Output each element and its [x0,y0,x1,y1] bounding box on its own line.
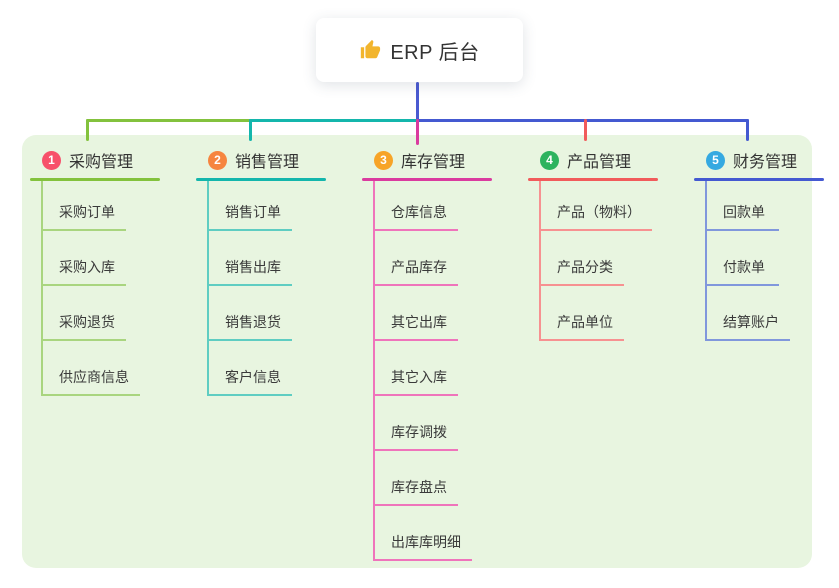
child-node[interactable]: 产品（物料） [541,181,652,231]
branch-drop-line [249,119,252,141]
child-label: 库存调拨 [391,424,447,440]
branch-node[interactable]: 5 财务管理回款单付款单结算账户 [694,145,839,341]
branches-panel [22,135,812,568]
child-label: 产品库存 [391,259,447,275]
child-label: 产品单位 [557,314,613,330]
branch-label: 采购管理 [69,154,134,171]
branch-node[interactable]: 1 采购管理采购订单采购入库采购退货供应商信息 [30,145,190,396]
branch-node[interactable]: 2 销售管理销售订单销售出库销售退货客户信息 [196,145,356,396]
child-node[interactable]: 销售订单 [209,181,292,231]
branch-label: 产品管理 [567,154,632,171]
branch-header[interactable]: 2 销售管理 [196,145,356,175]
child-node[interactable]: 结算账户 [707,286,790,341]
child-node[interactable]: 销售退货 [209,286,292,341]
child-label: 采购订单 [59,204,115,220]
child-label: 出库库明细 [391,534,461,550]
branch-number-badge: 1 [42,150,61,170]
root-node[interactable]: ERP 后台 [316,18,523,82]
bus-segment-mid [249,119,419,122]
branch-drop-line [86,119,89,141]
bus-segment-right [416,119,749,122]
child-node[interactable]: 库存调拨 [375,396,458,451]
child-node[interactable]: 其它出库 [375,286,458,341]
child-node[interactable]: 出库库明细 [375,506,472,561]
child-label: 客户信息 [225,369,281,385]
branch-drop-line [416,119,419,145]
child-node[interactable]: 供应商信息 [43,341,140,396]
branch-underline [362,178,492,181]
child-node[interactable]: 销售出库 [209,231,292,286]
child-node[interactable]: 客户信息 [209,341,292,396]
child-node[interactable]: 仓库信息 [375,181,458,231]
child-label: 回款单 [723,204,765,220]
child-label: 产品分类 [557,259,613,275]
root-stem-line [416,82,419,121]
child-node[interactable]: 付款单 [707,231,779,286]
child-node[interactable]: 产品库存 [375,231,458,286]
child-node[interactable]: 其它入库 [375,341,458,396]
child-label: 仓库信息 [391,204,447,220]
branch-header[interactable]: 1 采购管理 [30,145,190,175]
branch-children: 采购订单采购入库采购退货供应商信息 [41,181,140,396]
branch-underline [30,178,160,181]
child-label: 其它入库 [391,369,447,385]
branch-number-badge: 2 [208,150,227,170]
child-node[interactable]: 产品分类 [541,231,624,286]
child-label: 销售订单 [225,204,281,220]
branch-number-badge: 5 [706,150,725,170]
child-node[interactable]: 采购入库 [43,231,126,286]
thumbs-up-icon [359,39,381,61]
branch-drop-line [584,119,587,141]
child-node[interactable]: 回款单 [707,181,779,231]
branch-header[interactable]: 3 库存管理 [362,145,522,175]
branch-underline [196,178,326,181]
branch-underline [528,178,658,181]
branch-children: 产品（物料） 产品分类产品单位 [539,181,652,341]
root-title: ERP 后台 [390,41,480,64]
branch-number-badge: 3 [374,150,393,170]
branch-label: 财务管理 [733,154,798,171]
branch-node[interactable]: 4 产品管理产品（物料） 产品分类产品单位 [528,145,688,341]
branch-header[interactable]: 5 财务管理 [694,145,839,175]
branch-label: 销售管理 [235,154,300,171]
child-label: 库存盘点 [391,479,447,495]
branch-children: 销售订单销售出库销售退货客户信息 [207,181,292,396]
branch-children: 回款单付款单结算账户 [705,181,790,341]
child-label: 销售退货 [225,314,281,330]
child-node[interactable]: 采购退货 [43,286,126,341]
child-label: 结算账户 [723,314,779,330]
child-node[interactable]: 采购订单 [43,181,126,231]
child-node[interactable]: 产品单位 [541,286,624,341]
branch-header[interactable]: 4 产品管理 [528,145,688,175]
child-label: 采购退货 [59,314,115,330]
branch-children: 仓库信息产品库存其它出库其它入库库存调拨库存盘点出库库明细 [373,181,472,561]
child-label: 付款单 [723,259,765,275]
branch-node[interactable]: 3 库存管理仓库信息产品库存其它出库其它入库库存调拨库存盘点出库库明细 [362,145,522,561]
child-label: 产品（物料） [557,204,641,220]
child-label: 供应商信息 [59,369,129,385]
branch-underline [694,178,824,181]
branch-label: 库存管理 [401,154,466,171]
child-label: 销售出库 [225,259,281,275]
bus-segment-left [86,119,252,122]
branch-drop-line [746,119,749,141]
child-node[interactable]: 库存盘点 [375,451,458,506]
child-label: 采购入库 [59,259,115,275]
child-label: 其它出库 [391,314,447,330]
branch-number-badge: 4 [540,150,559,170]
